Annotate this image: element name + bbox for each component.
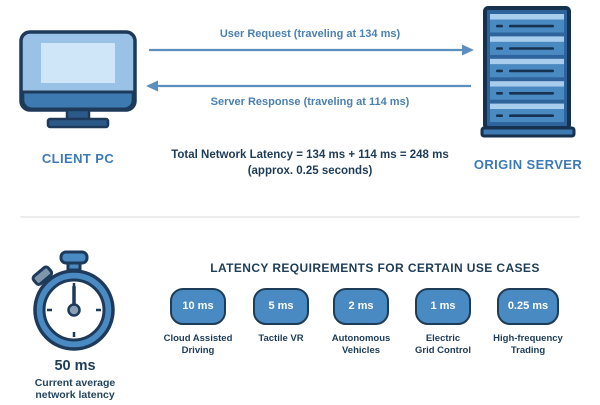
use-case-label-line: Autonomous — [331, 333, 391, 344]
total-latency-line1: Total Network Latency = 134 ms + 114 ms … — [171, 149, 449, 161]
use-case-label: Electric Grid Control — [395, 333, 491, 356]
use-cases-row: 10 ms Cloud Assisted Driving 5 ms Tactil… — [150, 288, 600, 368]
server-slot — [490, 81, 564, 100]
use-case-label: Autonomous Vehicles — [313, 333, 409, 356]
server-slot — [490, 103, 564, 123]
origin-server-label: ORIGIN SERVER — [473, 157, 583, 172]
use-case-label: High-frequency Trading — [480, 333, 576, 356]
use-case-high-frequency-trading: 0.25 ms High-frequency Trading — [480, 288, 576, 356]
monitor-icon — [19, 30, 137, 129]
latency-badge: 0.25 ms — [496, 288, 560, 325]
arrow-left-icon — [146, 80, 471, 92]
badge-value: 10 ms — [182, 300, 214, 312]
use-case-label: Cloud Assisted Driving — [150, 333, 246, 356]
use-case-cloud-assisted-driving: 10 ms Cloud Assisted Driving — [150, 288, 246, 356]
user-request-label: User Request (traveling at 134 ms) — [219, 28, 401, 40]
current-latency-value: 50 ms — [54, 358, 96, 374]
latency-badge: 5 ms — [253, 288, 309, 325]
request-response-arrows — [146, 44, 474, 92]
badge-value: 0.25 ms — [507, 300, 549, 312]
origin-server: ORIGIN SERVER — [472, 6, 584, 172]
use-cases-heading: LATENCY REQUIREMENTS FOR CERTAIN USE CAS… — [210, 261, 540, 275]
arrow-right-icon — [149, 44, 474, 56]
badge-value: 2 ms — [348, 300, 374, 312]
use-case-label: Tactile VR — [233, 333, 329, 345]
use-case-label-line: Cloud Assisted — [163, 333, 233, 344]
server-slot — [490, 14, 564, 33]
use-case-label-line: Tactile VR — [258, 333, 304, 344]
use-case-label-line: Electric — [425, 333, 461, 344]
latency-badge: 1 ms — [415, 288, 471, 325]
use-case-label-line: Vehicles — [341, 344, 381, 356]
server-slot — [490, 36, 564, 55]
client-pc-label: CLIENT PC — [41, 151, 115, 166]
server-response-label: Server Response (traveling at 114 ms) — [210, 96, 410, 108]
latency-badge: 2 ms — [333, 288, 389, 325]
use-case-label-line: Driving — [181, 344, 215, 356]
request-response-flow: User Request (traveling at 134 ms) Serve… — [145, 26, 475, 110]
stopwatch-icon — [31, 250, 115, 351]
latency-badge: 10 ms — [170, 288, 226, 325]
use-case-label-line: Grid Control — [415, 344, 471, 356]
badge-value: 5 ms — [268, 300, 294, 312]
section-divider — [20, 216, 580, 218]
server-icon — [480, 6, 576, 138]
total-latency-line2: (approx. 0.25 seconds) — [247, 165, 373, 177]
current-latency-caption-line2: network latency — [35, 389, 115, 401]
total-latency: Total Network Latency = 134 ms + 114 ms … — [130, 147, 490, 179]
use-case-label-line: High-frequency — [493, 333, 563, 344]
use-case-tactile-vr: 5 ms Tactile VR — [233, 288, 329, 345]
server-slot — [490, 58, 564, 78]
use-case-autonomous-vehicles: 2 ms Autonomous Vehicles — [313, 288, 409, 356]
current-latency: 50 ms Current average network latency — [15, 250, 135, 401]
badge-value: 1 ms — [430, 300, 456, 312]
client-pc: CLIENT PC — [18, 30, 138, 166]
use-case-label-line: Trading — [510, 344, 546, 356]
use-case-electric-grid-control: 1 ms Electric Grid Control — [395, 288, 491, 356]
current-latency-caption-line1: Current average — [34, 377, 116, 389]
